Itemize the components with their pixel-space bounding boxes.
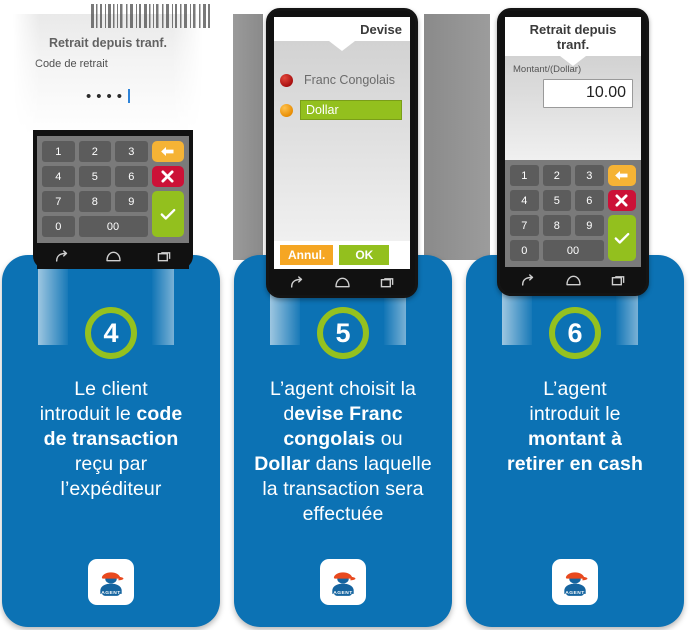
barcode-icon [91, 4, 210, 28]
key-2[interactable]: 2 [78, 141, 111, 162]
back-icon[interactable] [289, 275, 305, 289]
key-8[interactable]: 8 [78, 191, 111, 212]
phone-step-5: Devise Franc Congolais Dollar Annul. OK [266, 8, 418, 298]
key-backspace[interactable] [607, 165, 636, 186]
phone-6-dialog-body: Montant/(Dollar) 10.00 [505, 56, 641, 160]
key-4[interactable]: 4 [510, 190, 539, 211]
key-0[interactable]: 0 [510, 240, 539, 261]
phone-4-title: Retrait depuis tranf. [48, 36, 168, 50]
agent-icon: AGENT [324, 563, 362, 601]
phone-5-dialog-actions: Annul. OK [274, 241, 410, 269]
agent-badge-label-4: AGENT [101, 590, 121, 596]
step-number-badge-6: 6 [549, 307, 601, 359]
home-icon[interactable] [105, 250, 122, 263]
phone-6-navbar [505, 267, 641, 293]
check-icon [614, 232, 630, 244]
key-cancel[interactable] [607, 190, 636, 211]
agent-icon: AGENT [556, 563, 594, 601]
step-number-5: 5 [335, 317, 351, 348]
key-00[interactable]: 00 [542, 240, 604, 261]
phone-4-navbar [37, 243, 189, 269]
close-icon [615, 194, 628, 207]
step-number-badge-5: 5 [317, 307, 369, 359]
currency-row-dollar[interactable]: Dollar [274, 97, 410, 123]
check-icon [160, 208, 176, 220]
key-5[interactable]: 5 [542, 190, 571, 211]
recents-icon[interactable] [611, 274, 626, 287]
key-backspace[interactable] [151, 141, 184, 162]
phone-6-keypad: 1 2 3 4 5 6 7 8 9 [505, 160, 641, 267]
phone-6-title: Retrait depuis tranf. [505, 17, 641, 56]
phone-5-dialog-body: Franc Congolais Dollar [274, 41, 410, 241]
close-icon [161, 170, 174, 183]
agent-badge-5: AGENT [320, 559, 366, 605]
key-enter[interactable] [151, 191, 184, 237]
home-icon[interactable] [565, 274, 582, 287]
key-9[interactable]: 9 [575, 215, 604, 236]
key-3[interactable]: 3 [575, 165, 604, 186]
phone-4-keypad-frame: 1 2 3 4 5 6 7 8 9 [33, 130, 193, 269]
key-cancel[interactable] [151, 166, 184, 187]
key-9[interactable]: 9 [115, 191, 148, 212]
agent-badge-4: AGENT [88, 559, 134, 605]
phone-4-pin-dots[interactable]: •••• [85, 88, 127, 105]
back-icon[interactable] [54, 249, 70, 263]
phone-body-strut-left [233, 14, 263, 260]
recents-icon[interactable] [157, 250, 172, 263]
arrow-left-icon [615, 171, 628, 180]
dialog-notch [560, 56, 586, 66]
agent-icon: AGENT [92, 563, 130, 601]
recents-icon[interactable] [380, 276, 395, 289]
agent-badge-6: AGENT [552, 559, 598, 605]
amount-input[interactable]: 10.00 [543, 79, 633, 108]
key-1[interactable]: 1 [42, 141, 75, 162]
key-6[interactable]: 6 [115, 166, 148, 187]
agent-badge-label-6: AGENT [565, 590, 585, 596]
phone-5-title: Devise [274, 17, 410, 41]
phone-body-strut-right [424, 14, 490, 260]
phone-5-navbar [274, 269, 410, 295]
arrow-left-icon [161, 147, 174, 156]
phone-4-keypad: 1 2 3 4 5 6 7 8 9 [37, 136, 189, 243]
dialog-notch [329, 41, 355, 51]
key-6[interactable]: 6 [575, 190, 604, 211]
key-7[interactable]: 7 [510, 215, 539, 236]
radio-red-icon [280, 73, 293, 87]
phone-4-screen: Retrait depuis tranf. Code de retrait ••… [13, 14, 203, 134]
phone-4-field-label: Code de retrait [35, 58, 108, 70]
key-2[interactable]: 2 [542, 165, 571, 186]
currency-row-franc-congolais[interactable]: Franc Congolais [274, 69, 410, 91]
currency-label-franc-congolais: Franc Congolais [304, 73, 396, 87]
ok-button[interactable]: OK [339, 245, 390, 265]
phone-5-screen: Devise Franc Congolais Dollar Annul. OK [274, 17, 410, 295]
phone-step-6: Retrait depuis tranf. Montant/(Dollar) 1… [497, 8, 649, 296]
key-7[interactable]: 7 [42, 191, 75, 212]
phone-6-screen: Retrait depuis tranf. Montant/(Dollar) 1… [505, 17, 641, 293]
home-icon[interactable] [334, 276, 351, 289]
step-number-badge-4: 4 [85, 307, 137, 359]
key-1[interactable]: 1 [510, 165, 539, 186]
back-icon[interactable] [520, 273, 536, 287]
key-enter[interactable] [607, 215, 636, 261]
cancel-button[interactable]: Annul. [280, 245, 334, 265]
key-3[interactable]: 3 [115, 141, 148, 162]
phone-6-field-label: Montant/(Dollar) [513, 64, 582, 75]
key-0[interactable]: 0 [42, 216, 75, 237]
radio-orange-icon [280, 103, 293, 117]
currency-label-dollar: Dollar [300, 100, 402, 120]
key-4[interactable]: 4 [42, 166, 75, 187]
key-00[interactable]: 00 [78, 216, 148, 237]
agent-badge-label-5: AGENT [333, 590, 353, 596]
step-number-6: 6 [567, 317, 583, 348]
key-8[interactable]: 8 [542, 215, 571, 236]
text-caret [128, 89, 130, 103]
key-5[interactable]: 5 [78, 166, 111, 187]
step-number-4: 4 [103, 317, 119, 348]
